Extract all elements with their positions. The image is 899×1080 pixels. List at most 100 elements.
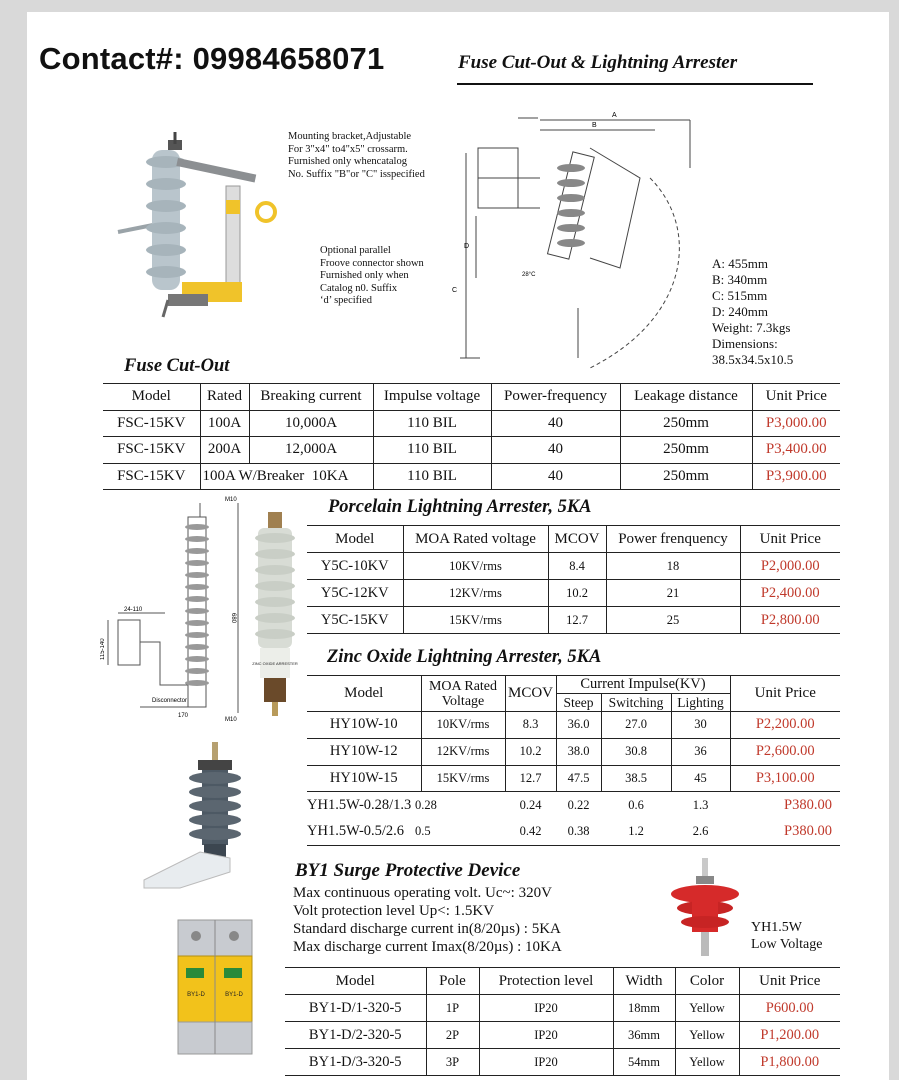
cell-lighting: 30 xyxy=(670,711,731,739)
cell-moa: 0.28 xyxy=(414,798,437,813)
cell-steep: 36.0 xyxy=(555,711,602,739)
page-title: Fuse Cut-Out & Lightning Arrester xyxy=(458,52,738,73)
table-row: HY10W-15 15KV/rms 12.7 47.5 38.5 45 P3,1… xyxy=(307,764,840,793)
table-subheader-row: Steep Switching Lighting xyxy=(307,693,840,712)
fuse-cutout-photo xyxy=(117,132,277,318)
cell-steep: 0.22 xyxy=(567,798,590,813)
cell-moa: 10KV/rms xyxy=(402,552,549,580)
col-model: Model xyxy=(285,967,427,995)
cell-pole: 3P xyxy=(425,1048,480,1076)
spd-module-label-right: BY1-D xyxy=(225,992,243,998)
cell-price: P380.00 xyxy=(784,797,832,814)
cell-price: P3,400.00 xyxy=(751,436,840,464)
cell-moa: 0.5 xyxy=(414,824,431,839)
dim-label-c: C xyxy=(452,287,457,294)
porcelain-arrester-photo: ZINC OXIDE ARRESTER xyxy=(252,512,298,716)
table-row: Y5C-15KV 15KV/rms 12.7 25 P2,800.00 xyxy=(307,606,840,634)
col-model: Model xyxy=(307,525,404,553)
cell-lighting: 2.6 xyxy=(671,818,730,846)
col-model: Model xyxy=(103,383,201,411)
cell-color: Yellow xyxy=(674,1021,740,1049)
cell-model: HY10W-15 xyxy=(307,764,422,793)
cell-mcov: 8.4 xyxy=(547,552,607,580)
col-rated: Rated xyxy=(199,383,250,411)
cell-color: Yellow xyxy=(674,994,740,1022)
cell-breaking: 12,000A xyxy=(248,436,374,464)
cell-price: P3,100.00 xyxy=(729,764,840,793)
cell-model: FSC-15KV xyxy=(103,462,201,490)
col-switching: Switching xyxy=(600,693,672,712)
diagram-label-length: 680 xyxy=(230,613,236,624)
yh-label: YH1.5W Low Voltage xyxy=(751,919,822,953)
dim-label-d: D xyxy=(464,243,469,250)
col-pole: Pole xyxy=(425,967,480,995)
diagram-label-width: 24-110 xyxy=(124,607,143,613)
cell-model: BY1-D/3-320-5 xyxy=(285,1048,427,1076)
cell-pole: 2P xyxy=(425,1021,480,1049)
table-header-row: Model MOA Rated Voltage MCOV Current Imp… xyxy=(307,675,840,712)
spd-spec-imax: Max discharge current Imax(8/20µs) : 10K… xyxy=(293,939,562,955)
col-price: Unit Price xyxy=(738,967,840,995)
cell-power: 18 xyxy=(605,552,741,580)
spec-b: B: 340mm xyxy=(712,272,768,287)
diagram-label-disconnector: Disconnector xyxy=(152,698,187,704)
table-row: YH1.5W-0.5/2.6 0.5 0.42 0.38 1.2 2.6 P38… xyxy=(307,818,840,846)
cell-pole: 1P xyxy=(425,994,480,1022)
zinc-oxide-arrester-photo xyxy=(143,742,241,889)
table-row: HY10W-10 10KV/rms 8.3 36.0 27.0 30 P2,20… xyxy=(307,711,840,739)
spd-title: BY1 Surge Protective Device xyxy=(295,860,521,881)
cell-mcov: 12.7 xyxy=(547,606,607,634)
cell-moa: 15KV/rms xyxy=(420,764,506,793)
cell-model: HY10W-12 xyxy=(307,737,422,766)
col-leakage: Leakage distance xyxy=(619,383,753,411)
yh-model-label: YH1.5W xyxy=(751,920,802,935)
cell-model: FSC-15KV xyxy=(103,409,201,437)
cell-model: Y5C-12KV xyxy=(307,579,404,607)
cell-steep: 0.38 xyxy=(556,818,601,846)
col-mcov: MCOV xyxy=(504,675,557,712)
col-price: Unit Price xyxy=(729,675,840,712)
spec-weight: Weight: 7.3kgs xyxy=(712,320,791,335)
zinc-oxide-arrester-table: Model MOA Rated Voltage MCOV Current Imp… xyxy=(307,675,840,846)
table-row: BY1-D/3-320-5 3P IP20 54mm Yellow P1,800… xyxy=(285,1048,840,1076)
table-header-row: Model MOA Rated voltage MCOV Power frenq… xyxy=(307,525,840,553)
cell-price: P380.00 xyxy=(730,818,840,846)
table-row: FSC-15KV 100A 10,000A 110 BIL 40 250mm P… xyxy=(103,409,840,437)
table-row: Y5C-12KV 12KV/rms 10.2 21 P2,400.00 xyxy=(307,579,840,607)
col-breaking: Breaking current xyxy=(248,383,374,411)
cell-power: 40 xyxy=(490,436,621,464)
fuse-cutout-table: Model Rated Breaking current Impulse vol… xyxy=(103,383,840,490)
cell-lighting: 36 xyxy=(670,737,731,766)
cell-moa: 12KV/rms xyxy=(402,579,549,607)
col-mcov: MCOV xyxy=(547,525,607,553)
cell-model: FSC-15KV xyxy=(103,436,201,464)
spec-d: D: 240mm xyxy=(712,304,768,319)
spd-spec-in: Standard discharge current in(8/20µs) : … xyxy=(293,921,561,937)
cell-switching: 38.5 xyxy=(600,764,672,793)
dim-label-angle: 28°C xyxy=(522,272,536,278)
cell-breaking: 10KA xyxy=(311,467,349,484)
cell-impulse: 110 BIL xyxy=(372,436,492,464)
cell-impulse: 110 BIL xyxy=(372,462,492,490)
cell-breaking: 10,000A xyxy=(248,409,374,437)
porcelain-arrester-title: Porcelain Lightning Arrester, 5KA xyxy=(328,497,592,517)
cell-power: 25 xyxy=(605,606,741,634)
cell-rated-breaking: 100A W/Breaker 10KA xyxy=(199,462,374,490)
title-underline xyxy=(457,83,813,85)
cell-price: P1,800.00 xyxy=(738,1048,840,1076)
table-row: HY10W-12 12KV/rms 10.2 38.0 30.8 36 P2,6… xyxy=(307,737,840,766)
col-power: Power-frequency xyxy=(490,383,621,411)
spd-specs: Max continuous operating volt. Uc~: 320V… xyxy=(293,884,562,956)
cell-mcov: 10.2 xyxy=(504,737,557,766)
spd-spec-uc: Max continuous operating volt. Uc~: 320V xyxy=(293,885,552,901)
cell-leakage: 250mm xyxy=(619,462,753,490)
cell-price: P3,900.00 xyxy=(751,462,840,490)
cell-switching: 30.8 xyxy=(600,737,672,766)
cell-leakage: 250mm xyxy=(619,436,753,464)
cell-protection: IP20 xyxy=(478,994,614,1022)
cell-price: P2,800.00 xyxy=(739,606,840,634)
cell-model: BY1-D/1-320-5 xyxy=(285,994,427,1022)
spd-module-photo: BY1-D BY1-D xyxy=(177,919,253,1055)
dim-label-a: A xyxy=(612,112,617,119)
cell-steep: 47.5 xyxy=(555,764,602,793)
